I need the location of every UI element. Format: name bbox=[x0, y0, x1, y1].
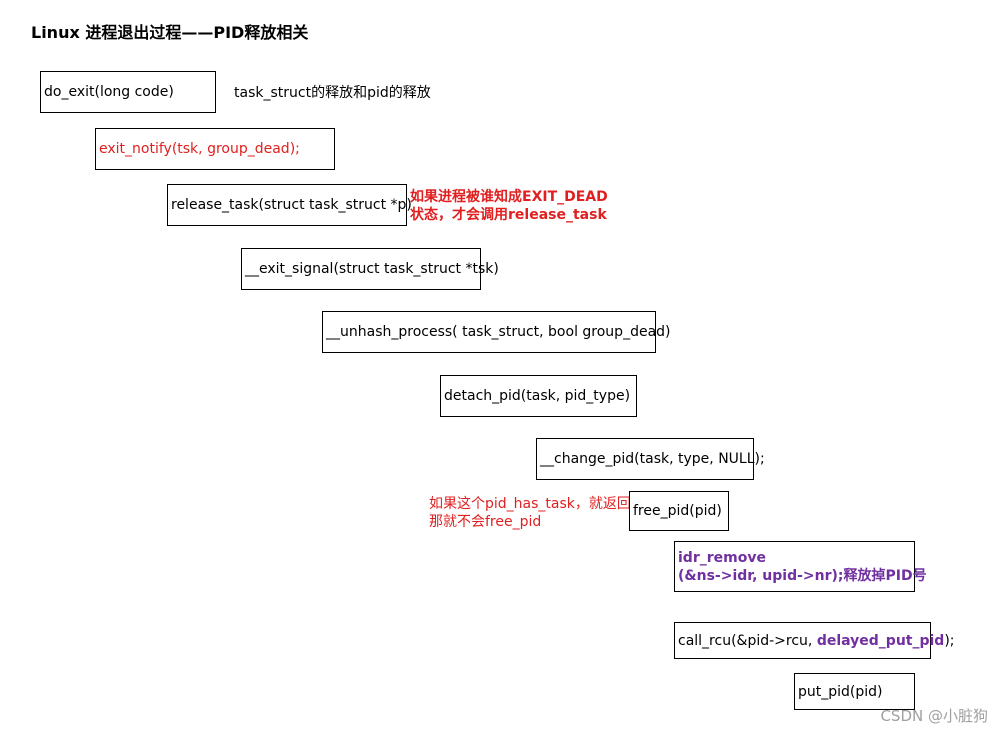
box-put-pid-label: put_pid(pid) bbox=[798, 683, 883, 700]
box-free-pid-label: free_pid(pid) bbox=[633, 503, 722, 519]
box-unhash-process-label: __unhash_process( task_struct, bool grou… bbox=[326, 324, 671, 340]
box-exit-signal-label: __exit_signal(struct task_struct *tsk) bbox=[245, 261, 499, 277]
box-put-pid: put_pid(pid) bbox=[794, 673, 915, 710]
note-exit-dead-line2: 状态，才会调用release_task bbox=[410, 207, 607, 223]
box-exit-notify: exit_notify(tsk, group_dead); bbox=[95, 128, 335, 170]
box-free-pid: free_pid(pid) bbox=[629, 491, 729, 531]
box-call-rcu-highlight: delayed_put_pid bbox=[816, 632, 945, 649]
box-release-task-label: release_task(struct task_struct *p) bbox=[171, 197, 412, 213]
box-release-task: release_task(struct task_struct *p) bbox=[167, 184, 412, 226]
box-idr-remove: idr_remove (&ns->idr, upid->nr);释放掉PID号 bbox=[674, 541, 927, 592]
box-call-rcu-suffix: ); bbox=[944, 632, 955, 649]
note-pid-has-task: 如果这个pid_has_task，就返回, 那就不会free_pid bbox=[429, 495, 635, 531]
watermark: CSDN @小脏狗 bbox=[880, 707, 988, 725]
box-call-rcu-prefix: call_rcu(&pid->rcu, bbox=[678, 632, 817, 649]
note-exit-dead-line1: 如果进程被谁知成EXIT_DEAD bbox=[410, 189, 608, 205]
note-pid-has-task-line2: 那就不会free_pid bbox=[429, 514, 542, 530]
box-unhash-process: __unhash_process( task_struct, bool grou… bbox=[322, 311, 671, 353]
page-title: Linux 进程退出过程——PID释放相关 bbox=[31, 23, 309, 42]
box-do-exit-label: do_exit(long code) bbox=[44, 84, 174, 100]
box-call-rcu: call_rcu(&pid->rcu, delayed_put_pid); bbox=[674, 622, 955, 659]
box-idr-remove-line1: idr_remove bbox=[678, 549, 766, 566]
box-detach-pid-label: detach_pid(task, pid_type) bbox=[444, 388, 631, 404]
note-pid-has-task-line1: 如果这个pid_has_task，就返回, bbox=[429, 496, 636, 512]
box-exit-signal: __exit_signal(struct task_struct *tsk) bbox=[241, 248, 499, 290]
note-task-struct-release: task_struct的释放和pid的释放 bbox=[234, 85, 431, 101]
box-detach-pid: detach_pid(task, pid_type) bbox=[440, 375, 637, 417]
note-exit-dead: 如果进程被谁知成EXIT_DEAD 状态，才会调用release_task bbox=[410, 188, 608, 224]
box-exit-notify-label: exit_notify(tsk, group_dead); bbox=[99, 141, 300, 157]
box-change-pid: __change_pid(task, type, NULL); bbox=[536, 438, 765, 480]
box-idr-remove-line2: (&ns->idr, upid->nr);释放掉PID号 bbox=[678, 567, 927, 584]
box-do-exit: do_exit(long code) bbox=[40, 71, 216, 113]
box-change-pid-label: __change_pid(task, type, NULL); bbox=[540, 451, 765, 467]
